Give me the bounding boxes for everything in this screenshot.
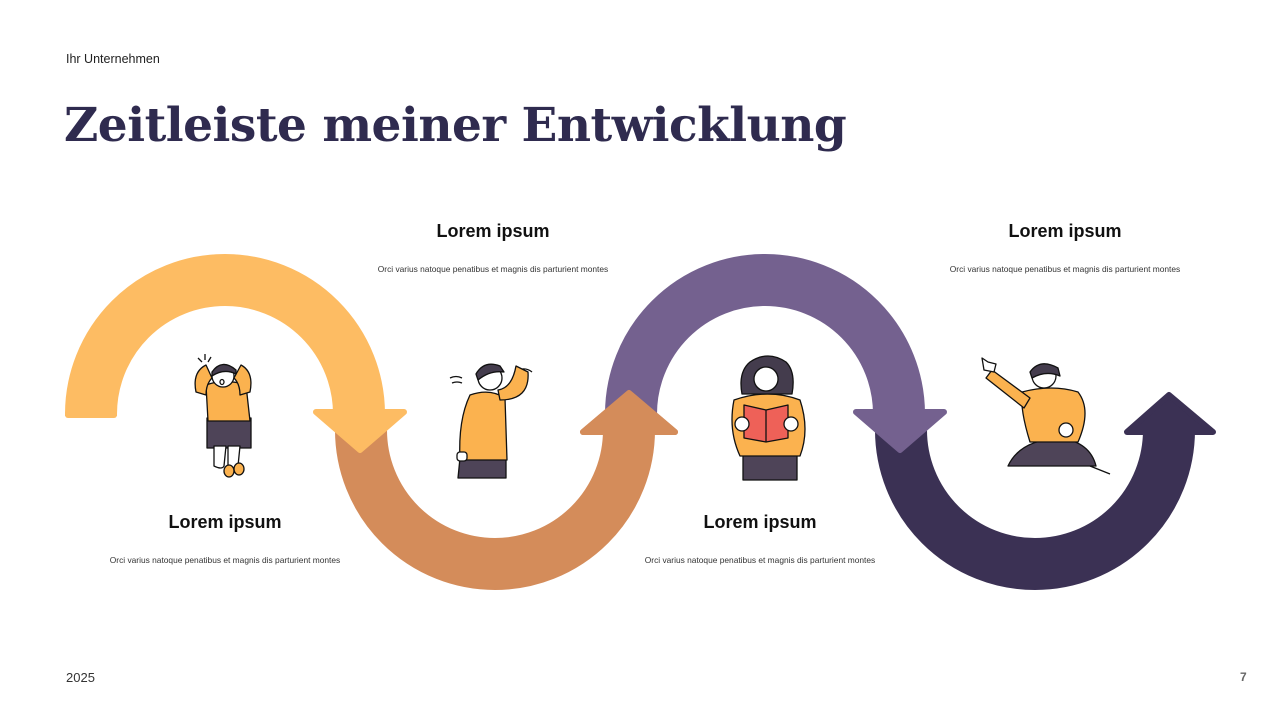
arc-step-3 <box>605 254 925 430</box>
step-heading: Lorem ipsum <box>168 512 282 532</box>
timeline-step-3: Lorem ipsum Orci varius natoque penatibu… <box>610 512 910 565</box>
timeline-step-1: Lorem ipsum Orci varius natoque penatibu… <box>75 512 375 565</box>
footer-year: 2025 <box>66 670 95 685</box>
step-description: Orci varius natoque penatibus et magnis … <box>644 555 876 565</box>
arrow-down-icon <box>313 409 407 453</box>
pointing-girl-illustration <box>981 357 1111 475</box>
timeline-step-2: Lorem ipsum Orci varius natoque penatibu… <box>343 221 643 274</box>
timeline-step-4: Lorem ipsum Orci varius natoque penatibu… <box>915 221 1215 274</box>
step-description: Orci varius natoque penatibus et magnis … <box>377 264 609 274</box>
arc-step-1 <box>65 254 407 453</box>
arc-step-4 <box>875 392 1216 590</box>
arrow-down-icon <box>853 409 947 453</box>
company-name: Ihr Unternehmen <box>66 52 160 66</box>
arrow-up-icon <box>580 390 678 435</box>
step-heading: Lorem ipsum <box>703 512 817 532</box>
step-heading: Lorem ipsum <box>436 221 550 241</box>
reading-girl-illustration <box>731 355 806 481</box>
thinking-girl-illustration <box>449 363 533 479</box>
page-number: 7 <box>1240 670 1247 684</box>
step-description: Orci varius natoque penatibus et magnis … <box>109 555 341 565</box>
step-heading: Lorem ipsum <box>1008 221 1122 241</box>
arrow-up-icon <box>1124 392 1216 435</box>
page-title: Zeitleiste meiner Entwicklung <box>64 98 847 153</box>
step-description: Orci varius natoque penatibus et magnis … <box>949 264 1181 274</box>
stressed-girl-illustration <box>194 354 252 478</box>
